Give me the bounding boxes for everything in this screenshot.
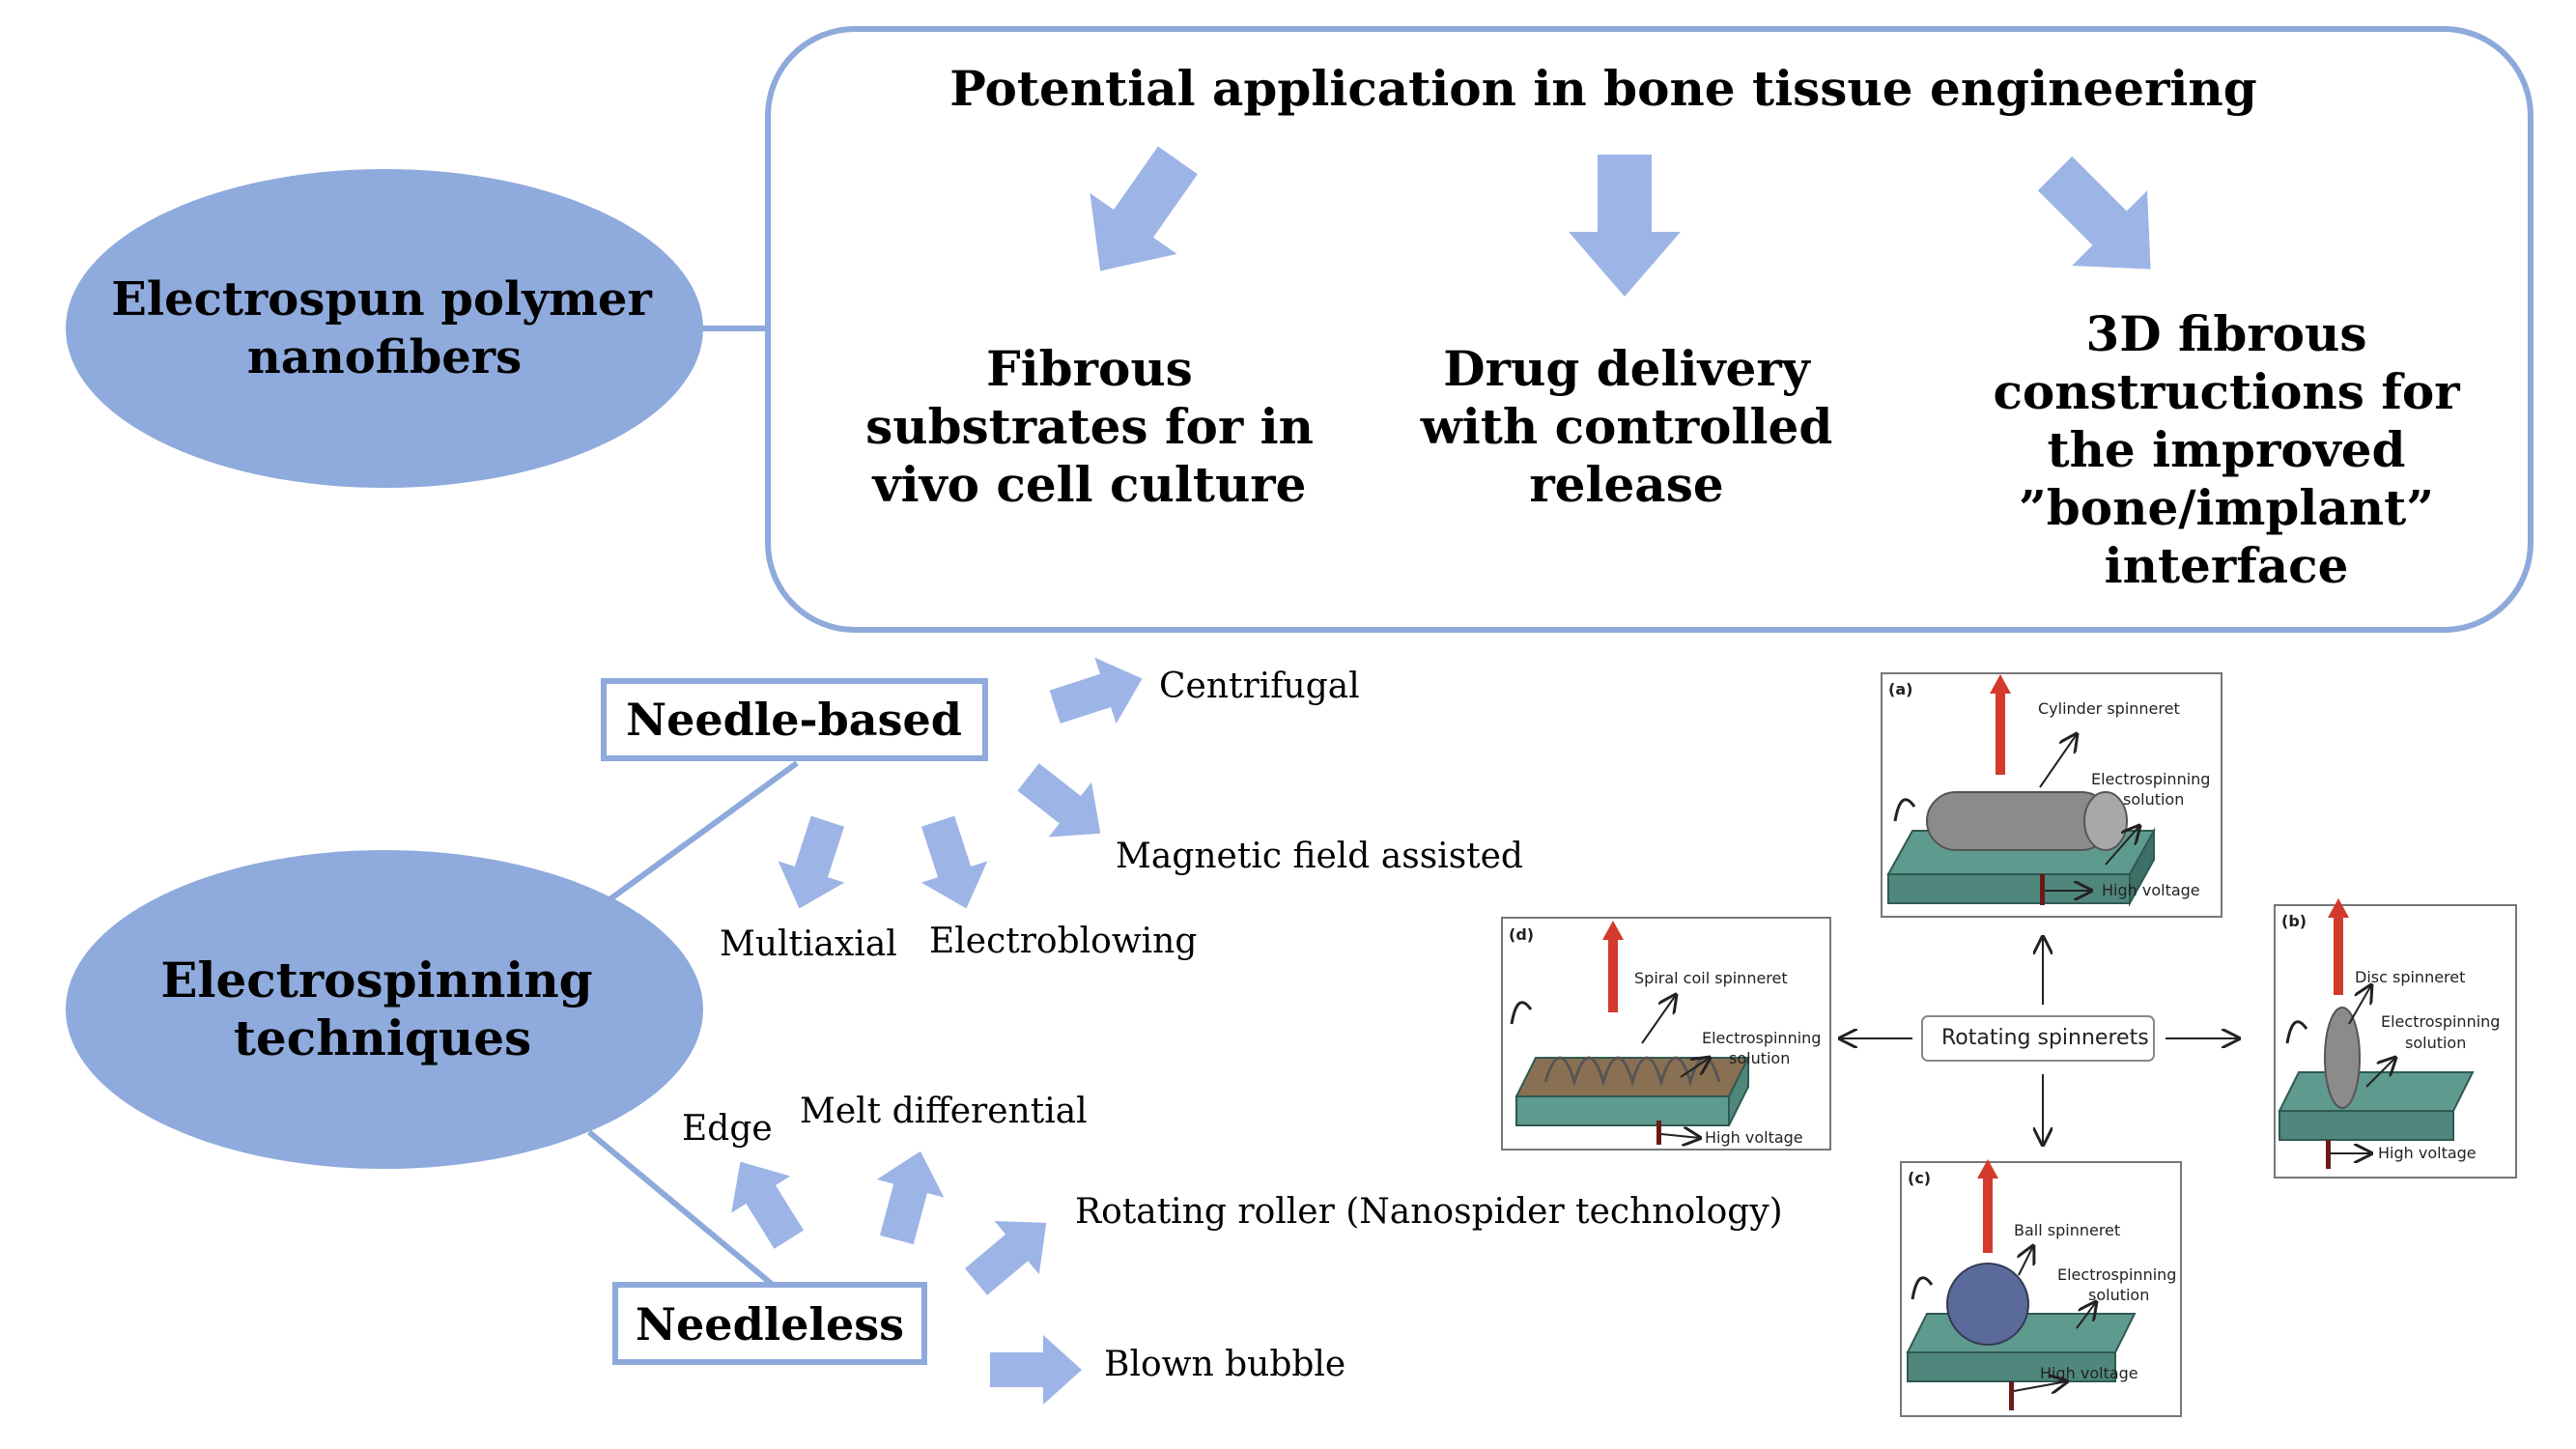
panel-a-spinneret: Cylinder spinneret [2038,699,2180,718]
electrospinning-ellipse [66,850,703,1169]
panel-d-spinneret: Spiral coil spinneret [1634,969,1788,987]
panel-a-voltage: High voltage [2102,881,2200,899]
arrow-magnetic [1017,763,1101,838]
app-3-line-5: interface [2104,537,2349,594]
panel-c-spinneret: Ball spinneret [2014,1221,2121,1239]
panel-c-tag: (c) [1908,1169,1932,1187]
electrospinning-label-line-1: Electrospinning [160,952,593,1009]
panel-b-solution-1: Electrospinning [2381,1012,2501,1031]
panel-a-solution-2: solution [2123,790,2185,809]
panel-title: Potential application in bone tissue eng… [949,60,2257,117]
needleless-branch-line [587,1129,775,1288]
arrow-multiaxial [778,815,845,909]
arrow-bubble [990,1335,1082,1405]
panel-d-illustration [1510,921,1750,1145]
needle-based-title: Needle-based [626,694,962,746]
arrow-roller [964,1220,1047,1295]
needleless-title: Needleless [635,1298,905,1350]
app-arrow-2 [1569,155,1681,297]
panel-a-solution-1: Electrospinning [2091,770,2211,788]
item-melt-differential: Melt differential [800,1092,1088,1131]
app-3-line-4: ”bone/implant” [2019,479,2434,536]
panel-c-solution-2: solution [2088,1286,2150,1304]
app-1-line-3: vivo cell culture [872,456,1307,513]
panel-c-solution-1: Electrospinning [2057,1265,2177,1284]
panel-c-voltage: High voltage [2040,1364,2138,1382]
item-rotating-roller: Rotating roller (Nanospider technology) [1075,1192,1783,1232]
electrospun-label-line-2: nanofibers [246,330,523,384]
panel-d-solution-1: Electrospinning [1702,1029,1822,1047]
app-1-line-1: Fibrous [986,340,1193,397]
rotating-spinnerets-box [1921,1015,2155,1062]
panel-d-voltage: High voltage [1705,1128,1803,1147]
arrow-melt [876,1151,945,1245]
needle-based-box [601,678,988,761]
item-edge: Edge [682,1109,773,1149]
app-2-line-2: with controlled [1420,398,1833,455]
panel-b-voltage: High voltage [2378,1144,2477,1162]
arrow-electroblowing [920,815,988,909]
panel-b-spinneret: Disc spinneret [2355,968,2466,986]
rotating-spinnerets-label: Rotating spinnerets [1941,1026,2149,1050]
panel-a-tag: (a) [1888,680,1913,698]
panel-b-illustration [2278,898,2475,1169]
panel-d-tag: (d) [1509,925,1535,944]
item-blown-bubble: Blown bubble [1104,1345,1346,1384]
electrospun-ellipse [66,169,703,488]
app-3-line-2: constructions for [1993,363,2460,420]
electrospun-label-line-1: Electrospun polymer [111,272,652,327]
item-magnetic-field: Magnetic field assisted [1116,837,1523,876]
item-centrifugal: Centrifugal [1159,667,1360,706]
app-3-line-1: 3D fibrous [2085,305,2367,362]
panel-c-illustration [1906,1159,2137,1410]
panel-b-solution-2: solution [2405,1034,2467,1052]
needleless-box [612,1282,927,1365]
panel-a-illustration [1886,674,2156,907]
panel-d-solution-2: solution [1729,1049,1791,1067]
item-multiaxial: Multiaxial [720,924,897,964]
app-arrow-1 [1090,146,1198,271]
electrospinning-label-line-2: techniques [233,1009,532,1066]
panel-b-tag: (b) [2281,912,2307,930]
app-1-line-2: substrates for in [865,398,1314,455]
arrow-centrifugal [1049,657,1143,724]
needle-based-branch-line [607,760,799,903]
arrow-edge [731,1161,805,1249]
app-2-line-3: release [1529,456,1724,513]
app-arrow-3 [2037,156,2151,270]
app-2-line-1: Drug delivery [1443,340,1810,397]
item-electroblowing: Electroblowing [929,922,1198,961]
app-3-line-3: the improved [2047,421,2406,478]
